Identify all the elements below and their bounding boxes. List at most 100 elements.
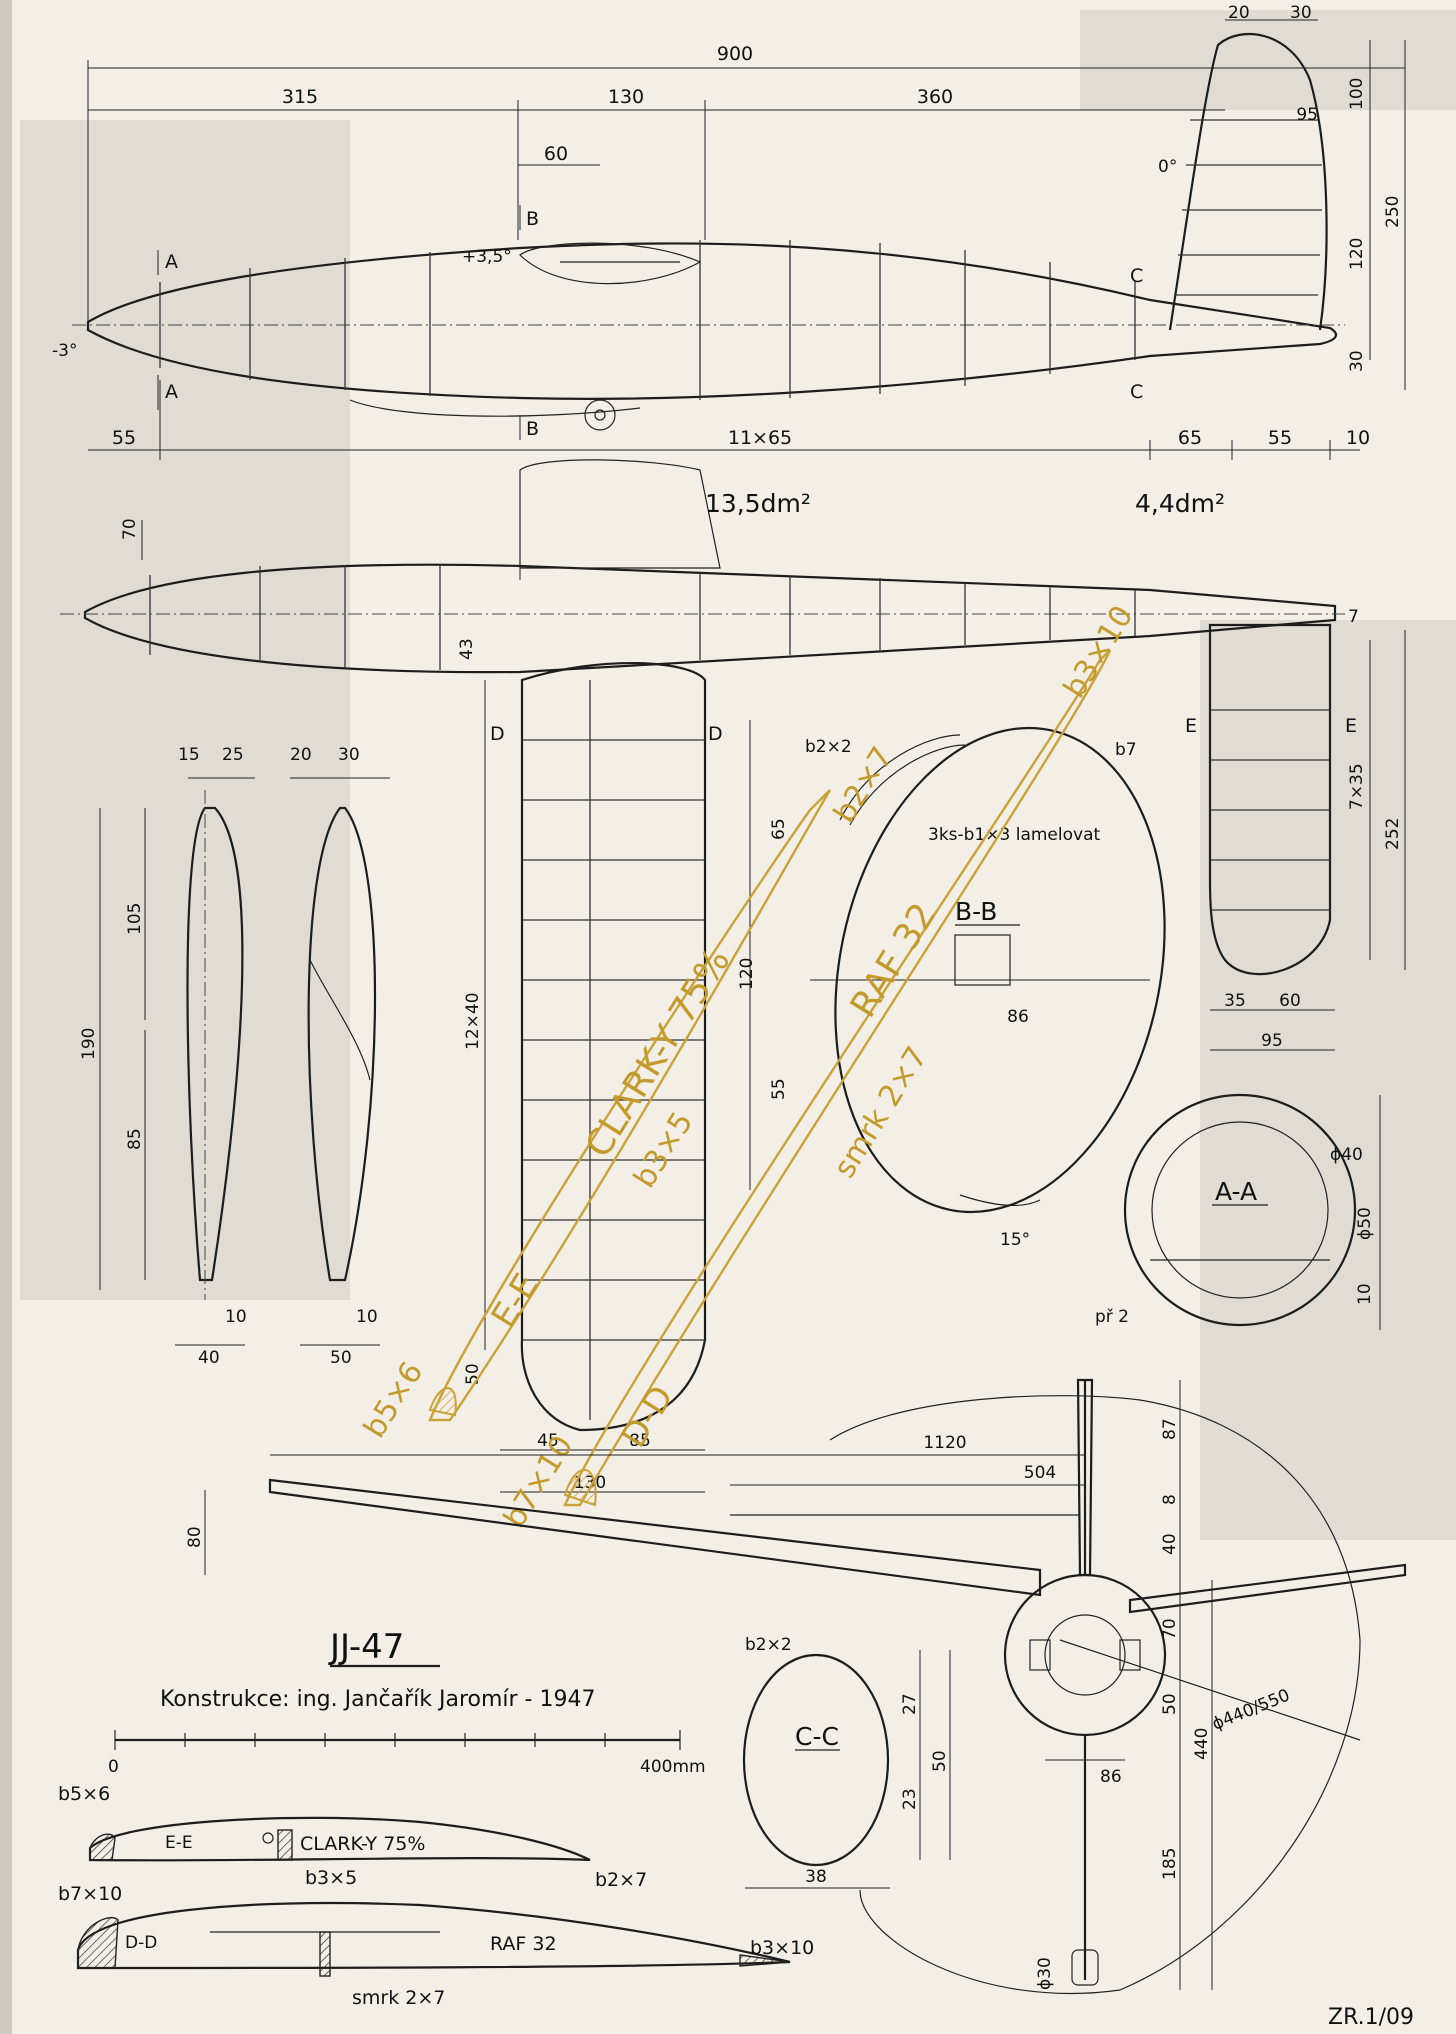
fin-outline bbox=[1168, 32, 1328, 331]
svg-text:252: 252 bbox=[1383, 818, 1403, 850]
svg-text:50: 50 bbox=[930, 1750, 950, 1772]
issue-reference: ZR.1/09 bbox=[1328, 2005, 1414, 2030]
section-bb: B-B b2×2 3ks-b1×3 lamelovat b7 65 120 55… bbox=[737, 720, 1166, 1250]
svg-text:4,4dm²: 4,4dm² bbox=[1135, 489, 1225, 518]
airfoil-dd: D-D RAF 32 b7×10 smrk 2×7 b3×10 bbox=[58, 1883, 814, 2009]
svg-text:ϕ40: ϕ40 bbox=[1330, 1145, 1363, 1165]
svg-text:+3,5°: +3,5° bbox=[462, 247, 512, 267]
svg-text:0: 0 bbox=[108, 1757, 119, 1777]
svg-text:B: B bbox=[526, 418, 539, 440]
svg-text:50: 50 bbox=[1160, 1693, 1180, 1715]
svg-text:11×65: 11×65 bbox=[728, 427, 792, 449]
svg-text:440: 440 bbox=[1192, 1728, 1212, 1760]
svg-text:b7: b7 bbox=[1115, 740, 1137, 760]
svg-text:B: B bbox=[526, 208, 539, 230]
svg-text:185: 185 bbox=[1160, 1848, 1180, 1880]
svg-text:15: 15 bbox=[178, 745, 200, 765]
wing-half-plan: 12×40 50 45 85 130 bbox=[463, 661, 707, 1493]
svg-text:30: 30 bbox=[338, 745, 360, 765]
page-gutter bbox=[0, 0, 12, 2034]
svg-text:130: 130 bbox=[608, 86, 644, 108]
svg-text:12×40: 12×40 bbox=[463, 992, 483, 1050]
svg-text:ϕ50: ϕ50 bbox=[1355, 1207, 1375, 1240]
svg-text:30: 30 bbox=[1347, 350, 1367, 372]
svg-text:80: 80 bbox=[185, 1526, 205, 1548]
svg-text:50: 50 bbox=[330, 1348, 352, 1368]
svg-text:105: 105 bbox=[125, 903, 145, 935]
svg-text:C: C bbox=[1130, 381, 1143, 403]
svg-text:0°: 0° bbox=[1158, 157, 1177, 177]
svg-text:b2×2: b2×2 bbox=[805, 737, 852, 757]
svg-text:B-B: B-B bbox=[955, 897, 997, 926]
svg-text:95: 95 bbox=[1261, 1031, 1283, 1051]
svg-text:b3×10: b3×10 bbox=[750, 1937, 814, 1959]
svg-text:38: 38 bbox=[805, 1867, 827, 1887]
svg-text:D-D: D-D bbox=[125, 1933, 157, 1953]
svg-text:8: 8 bbox=[1160, 1494, 1180, 1505]
svg-text:20: 20 bbox=[290, 745, 312, 765]
svg-text:10: 10 bbox=[225, 1307, 247, 1327]
wing-front-right bbox=[1128, 1563, 1407, 1614]
svg-text:10: 10 bbox=[1346, 427, 1370, 449]
svg-text:30: 30 bbox=[1290, 3, 1312, 23]
svg-text:7×35: 7×35 bbox=[1347, 763, 1367, 810]
svg-text:400mm: 400mm bbox=[640, 1757, 706, 1777]
svg-text:b2×7: b2×7 bbox=[595, 1869, 647, 1891]
svg-text:360: 360 bbox=[917, 86, 953, 108]
svg-text:70: 70 bbox=[1160, 1618, 1180, 1640]
svg-text:40: 40 bbox=[198, 1348, 220, 1368]
svg-text:ϕ30: ϕ30 bbox=[1035, 1957, 1055, 1990]
svg-text:55: 55 bbox=[1268, 427, 1292, 449]
fuselage-top-outline bbox=[83, 563, 1337, 674]
svg-text:-3°: -3° bbox=[52, 341, 77, 361]
svg-text:D: D bbox=[490, 723, 505, 745]
svg-text:43: 43 bbox=[457, 638, 477, 660]
title-block: JJ-47 Konstrukce: ing. Jančařík Jaromír … bbox=[108, 1627, 706, 1777]
svg-text:CLARK-Y 75%: CLARK-Y 75% bbox=[300, 1833, 425, 1855]
stabilizer-plan: 7×35 252 7 35 60 95 bbox=[1208, 607, 1406, 1051]
stab-outline bbox=[1208, 623, 1332, 976]
svg-text:60: 60 bbox=[1279, 991, 1301, 1011]
airfoil-ee: E-E CLARK-Y 75% b5×6 b3×5 b2×7 bbox=[58, 1783, 647, 1891]
svg-text:b7×10: b7×10 bbox=[58, 1883, 122, 1905]
svg-text:D: D bbox=[708, 723, 723, 745]
svg-text:7: 7 bbox=[1348, 607, 1359, 627]
fuselage-side-outline bbox=[86, 242, 1338, 400]
side-view: 900 315 130 360 60 bbox=[52, 3, 1406, 460]
svg-text:40: 40 bbox=[1160, 1533, 1180, 1555]
svg-text:13,5dm²: 13,5dm² bbox=[705, 489, 811, 518]
svg-text:55: 55 bbox=[112, 427, 136, 449]
svg-text:př 2: př 2 bbox=[1095, 1307, 1129, 1327]
svg-text:120: 120 bbox=[1347, 238, 1367, 270]
svg-text:b3×5: b3×5 bbox=[305, 1867, 357, 1889]
svg-text:C-C: C-C bbox=[795, 1722, 839, 1751]
blade-front bbox=[186, 806, 244, 1282]
wing-front-left bbox=[268, 1478, 1042, 1597]
svg-text:E: E bbox=[1185, 715, 1197, 737]
svg-text:A: A bbox=[165, 251, 178, 273]
wing-outline bbox=[520, 661, 707, 1432]
svg-text:smrk 2×7: smrk 2×7 bbox=[352, 1987, 445, 2009]
svg-text:10: 10 bbox=[356, 1307, 378, 1327]
svg-text:b2×2: b2×2 bbox=[745, 1635, 792, 1655]
svg-text:A: A bbox=[165, 381, 178, 403]
blade-side bbox=[307, 806, 377, 1282]
svg-text:10: 10 bbox=[1355, 1283, 1375, 1305]
svg-text:23: 23 bbox=[900, 1788, 920, 1810]
svg-text:86: 86 bbox=[1007, 1007, 1029, 1027]
svg-text:95: 95 bbox=[1296, 105, 1318, 125]
svg-text:RAF 32: RAF 32 bbox=[490, 1933, 557, 1955]
svg-text:1120: 1120 bbox=[923, 1433, 966, 1453]
svg-text:A-A: A-A bbox=[1215, 1177, 1257, 1206]
svg-text:86: 86 bbox=[1100, 1767, 1122, 1787]
svg-text:C: C bbox=[1130, 265, 1143, 287]
top-view: 70 13,5dm² 4,4dm² 43 D D E E bbox=[60, 459, 1357, 745]
svg-text:504: 504 bbox=[1024, 1463, 1056, 1483]
svg-text:85: 85 bbox=[125, 1128, 145, 1150]
section-aa: A-A ϕ40 ϕ50 10 př 2 bbox=[1095, 1093, 1381, 1330]
svg-text:190: 190 bbox=[79, 1028, 99, 1060]
svg-text:20: 20 bbox=[1228, 3, 1250, 23]
svg-text:E: E bbox=[1345, 715, 1357, 737]
